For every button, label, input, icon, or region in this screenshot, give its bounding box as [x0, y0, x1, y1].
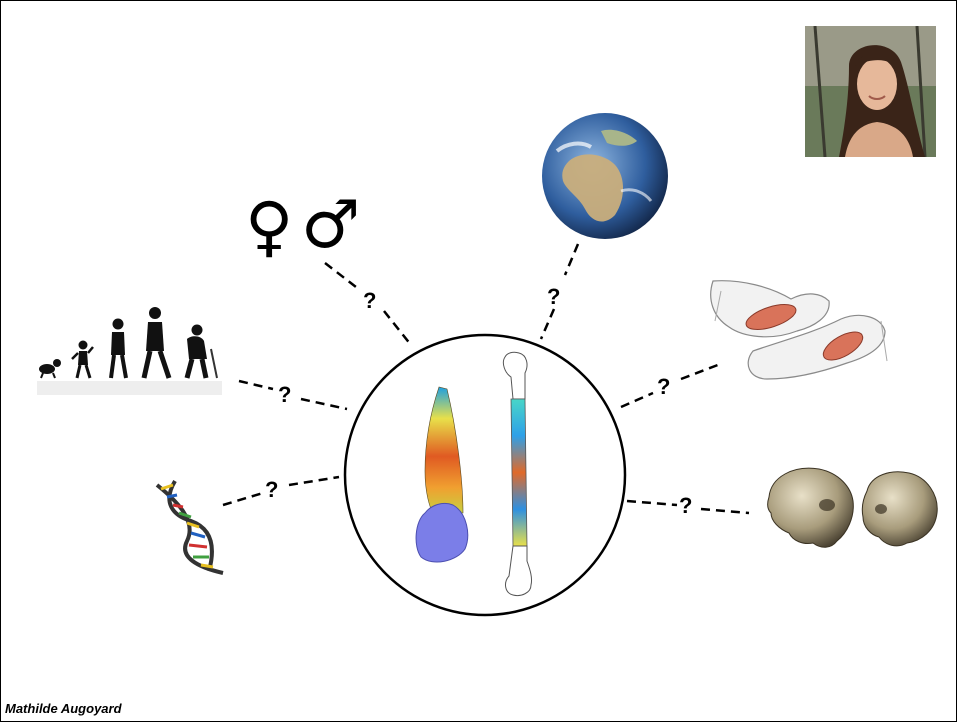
connector-skulls	[627, 501, 677, 505]
connector-muscles-b	[681, 363, 723, 379]
male-symbol: ♂	[301, 186, 360, 263]
dna-helix-icon	[157, 481, 223, 573]
connector-age-b	[301, 399, 347, 409]
connector-dna-b	[289, 477, 339, 485]
female-symbol: ♀	[245, 188, 293, 265]
human-growth-silhouettes-icon	[37, 307, 222, 395]
author-credit: Mathilde Augoyard	[5, 701, 122, 716]
question-mark-age: ?	[278, 382, 291, 407]
question-mark-muscles: ?	[657, 374, 670, 399]
connector-skulls-b	[701, 509, 749, 513]
earth-globe-icon	[542, 113, 668, 239]
central-circle	[345, 335, 625, 615]
connector-muscles	[621, 393, 653, 407]
connector-age	[239, 381, 273, 389]
hominin-skulls-icon	[768, 468, 938, 547]
connector-dna	[223, 493, 263, 505]
question-mark-skulls: ?	[679, 493, 692, 518]
connector-sex	[325, 263, 356, 287]
arm-muscles-icon	[711, 281, 887, 379]
question-mark-earth: ?	[547, 284, 560, 309]
question-mark-sex: ?	[363, 288, 376, 313]
connector-sex-b	[384, 311, 411, 345]
connector-earth-b	[541, 309, 554, 339]
portrait-photo	[805, 26, 936, 157]
connector-earth	[565, 244, 578, 275]
female-male-symbols-icon: ♀ ♂	[245, 186, 360, 265]
question-mark-dna: ?	[265, 477, 278, 502]
